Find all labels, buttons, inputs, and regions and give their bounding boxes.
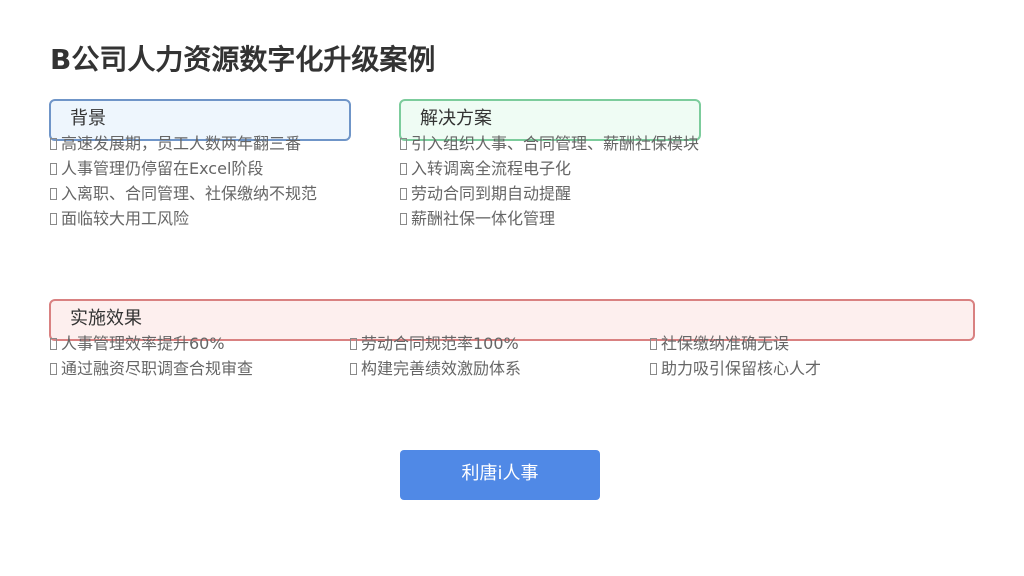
bullet-icon bbox=[50, 163, 57, 175]
solution-section-label: 解决方案 bbox=[420, 108, 492, 129]
bullet-icon bbox=[350, 338, 357, 350]
results-section-header: 实施效果 bbox=[49, 299, 975, 341]
list-item: 高速发展期，员工人数两年翻三番 bbox=[50, 136, 317, 161]
bullet-icon bbox=[50, 213, 57, 225]
list-item: 劳动合同规范率100% bbox=[350, 336, 521, 361]
bullet-icon bbox=[350, 363, 357, 375]
list-item: 入转调离全流程电子化 bbox=[400, 161, 699, 186]
solution-section-header: 解决方案 bbox=[399, 99, 701, 141]
results-list-column-3: 社保缴纳准确无误 助力吸引保留核心人才 bbox=[650, 336, 821, 386]
background-section-label: 背景 bbox=[70, 108, 106, 129]
list-item: 面临较大用工风险 bbox=[50, 211, 317, 236]
list-item: 通过融资尽职调查合规审查 bbox=[50, 361, 253, 386]
bullet-icon bbox=[50, 138, 57, 150]
list-item: 人事管理效率提升60% bbox=[50, 336, 253, 361]
background-section-header: 背景 bbox=[49, 99, 351, 141]
list-item: 劳动合同到期自动提醒 bbox=[400, 186, 699, 211]
list-item: 社保缴纳准确无误 bbox=[650, 336, 821, 361]
bullet-icon bbox=[650, 363, 657, 375]
list-item: 构建完善绩效激励体系 bbox=[350, 361, 521, 386]
background-list: 高速发展期，员工人数两年翻三番 人事管理仍停留在Excel阶段 入离职、合同管理… bbox=[50, 136, 317, 236]
bullet-icon bbox=[400, 213, 407, 225]
list-item: 薪酬社保一体化管理 bbox=[400, 211, 699, 236]
list-item: 引入组织人事、合同管理、薪酬社保模块 bbox=[400, 136, 699, 161]
list-item: 助力吸引保留核心人才 bbox=[650, 361, 821, 386]
page-title: B公司人力资源数字化升级案例 bbox=[50, 43, 436, 76]
results-list-column-1: 人事管理效率提升60% 通过融资尽职调查合规审查 bbox=[50, 336, 253, 386]
bullet-icon bbox=[400, 163, 407, 175]
list-item: 人事管理仍停留在Excel阶段 bbox=[50, 161, 317, 186]
bullet-icon bbox=[400, 138, 407, 150]
results-section-label: 实施效果 bbox=[70, 308, 142, 329]
bullet-icon bbox=[400, 188, 407, 200]
results-list-column-2: 劳动合同规范率100% 构建完善绩效激励体系 bbox=[350, 336, 521, 386]
bullet-icon bbox=[650, 338, 657, 350]
bullet-icon bbox=[50, 188, 57, 200]
solution-list: 引入组织人事、合同管理、薪酬社保模块 入转调离全流程电子化 劳动合同到期自动提醒… bbox=[400, 136, 699, 236]
bullet-icon bbox=[50, 363, 57, 375]
product-cta-button[interactable]: 利唐i人事 bbox=[400, 450, 600, 500]
list-item: 入离职、合同管理、社保缴纳不规范 bbox=[50, 186, 317, 211]
bullet-icon bbox=[50, 338, 57, 350]
